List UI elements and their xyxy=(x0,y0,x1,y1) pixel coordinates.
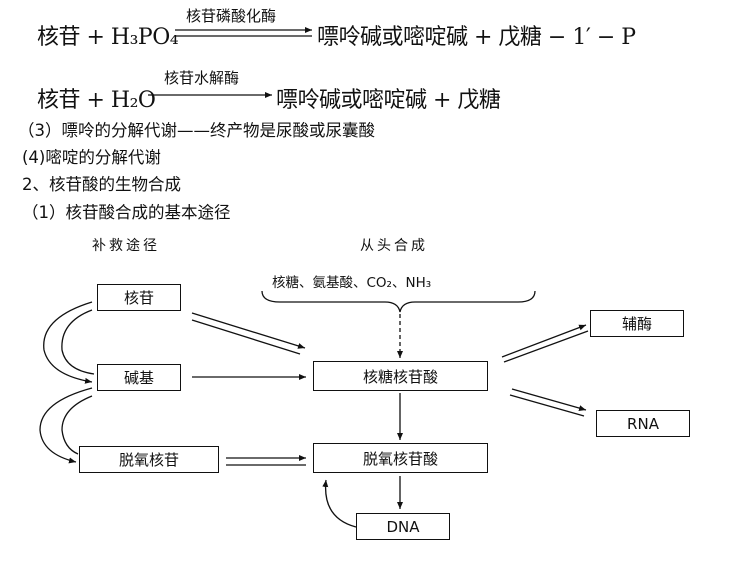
ribonucleotide-box: 核糖核苷酸 xyxy=(313,361,488,391)
dna-box: DNA xyxy=(356,513,450,540)
equation-1-enzyme: 核苷磷酸化酶 xyxy=(186,7,277,25)
text-line-2: (4)嘧啶的分解代谢 xyxy=(22,148,161,167)
text-line-1: （3）嘌呤的分解代谢——终产物是尿酸或尿囊酸 xyxy=(18,121,375,140)
equation-2-right: 嘌呤碱或嘧啶碱 + 戊糖 xyxy=(276,88,501,113)
salvage-pathway-title: 补救途径 xyxy=(92,238,160,254)
deoxynucleotide-box: 脱氧核苷酸 xyxy=(313,443,488,473)
equation-2-enzyme: 核苷水解酶 xyxy=(164,69,240,87)
equation-1-right: 嘌呤碱或嘧啶碱 + 戊糖 − 1′ − P xyxy=(317,25,636,50)
coenzyme-box: 辅酶 xyxy=(590,310,684,337)
nucleoside-box: 核苷 xyxy=(97,284,181,311)
equation-2-left: 核苷 + H₂O xyxy=(37,88,156,113)
text-line-3: 2、核苷酸的生物合成 xyxy=(22,175,181,194)
text-line-4: （1）核苷酸合成的基本途径 xyxy=(22,203,231,222)
rna-box: RNA xyxy=(596,410,690,437)
base-box: 碱基 xyxy=(97,364,181,391)
raw-materials-label: 核糖、氨基酸、CO₂、NH₃ xyxy=(272,275,432,291)
de-novo-title: 从头合成 xyxy=(360,238,428,254)
deoxynucleoside-box: 脱氧核苷 xyxy=(79,446,219,473)
equation-1-left: 核苷 + H₃PO₄ xyxy=(37,25,179,50)
